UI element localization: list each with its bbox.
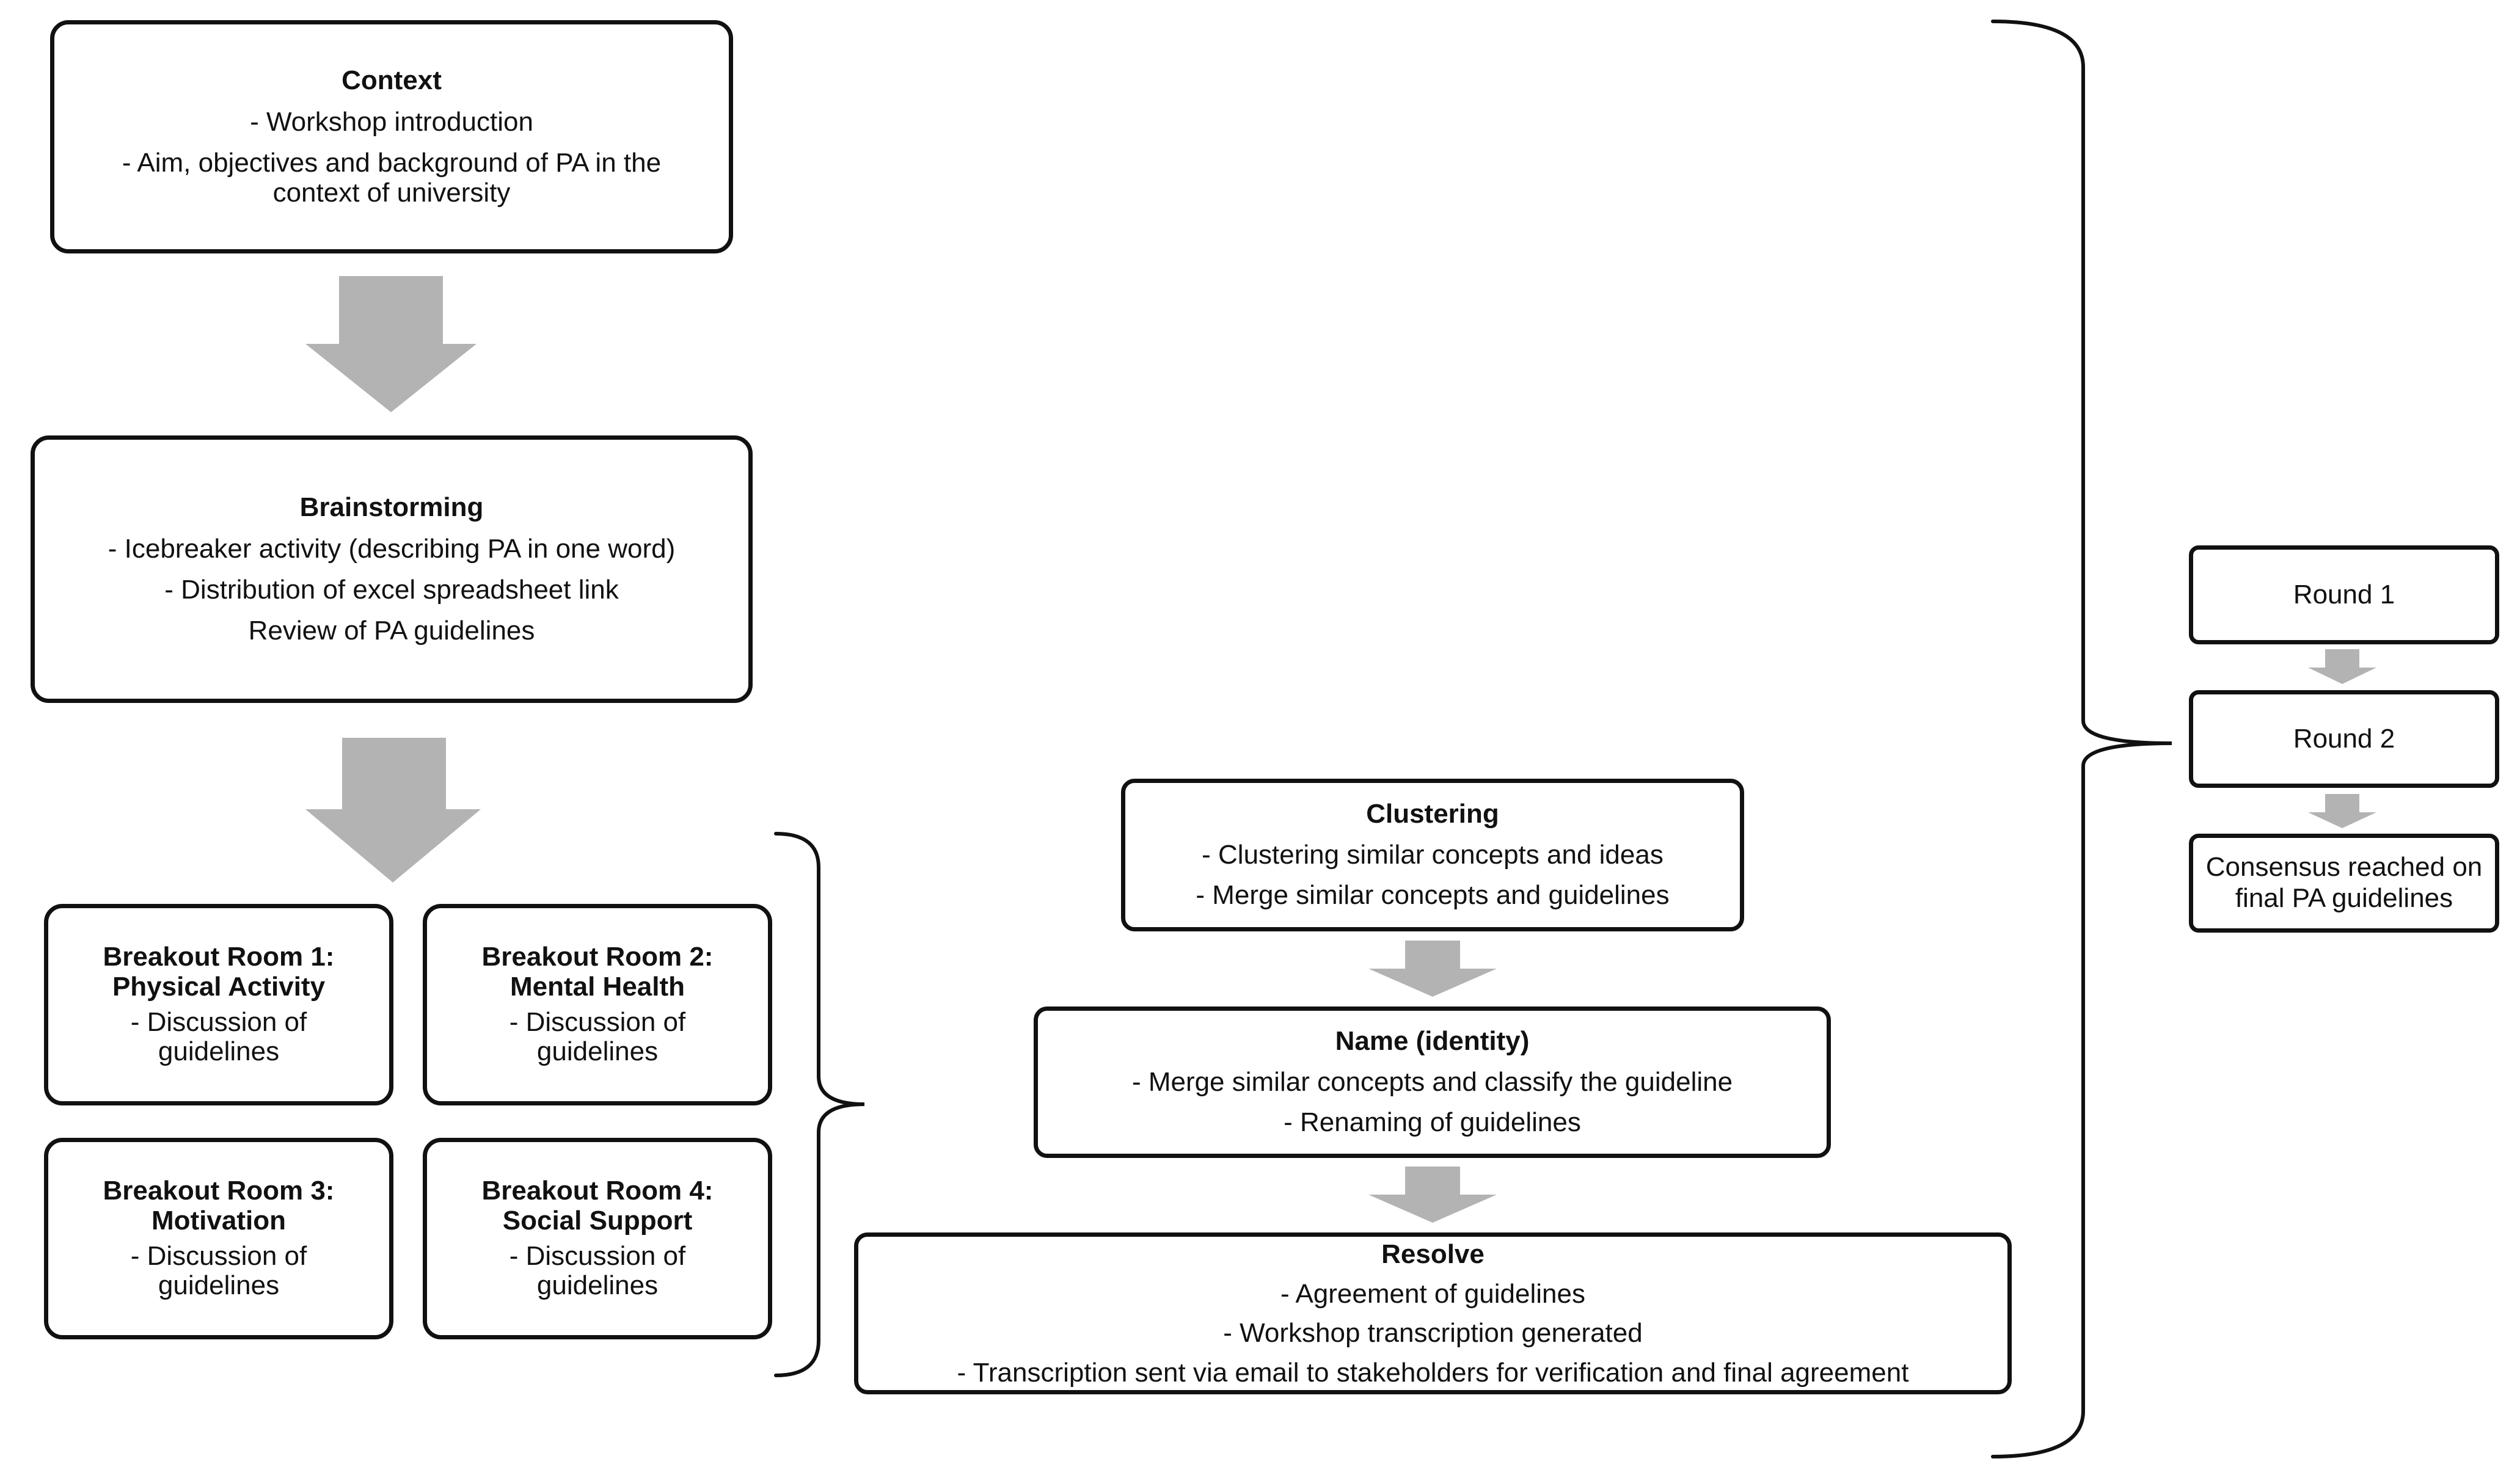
context-box: Context - Workshop introduction - Aim, o…	[50, 20, 733, 253]
breakout-room-3: Breakout Room 3: Motivation - Discussion…	[44, 1138, 393, 1339]
name-identity-title: Name (identity)	[1335, 1026, 1530, 1057]
breakout-room-text: - Discussion of guidelines	[130, 1241, 307, 1301]
brace-breakout-rooms	[774, 832, 865, 1377]
resolve-box: Resolve - Agreement of guidelines - Work…	[854, 1232, 2012, 1394]
name-identity-line: - Renaming of guidelines	[1284, 1107, 1581, 1138]
breakout-room-title: Breakout Room 2: Mental Health	[481, 942, 714, 1002]
breakout-room-2: Breakout Room 2: Mental Health - Discuss…	[423, 904, 772, 1105]
breakout-room-4: Breakout Room 4: Social Support - Discus…	[423, 1138, 772, 1339]
round-2-label: Round 2	[2293, 723, 2395, 754]
resolve-line: - Workshop transcription generated	[1223, 1318, 1643, 1349]
round-2-box: Round 2	[2189, 690, 2499, 788]
arrow-context-to-brainstorming	[305, 276, 477, 412]
context-line: - Aim, objectives and background of PA i…	[122, 148, 662, 208]
breakout-room-title: Breakout Room 4: Social Support	[481, 1176, 714, 1236]
breakout-room-1: Breakout Room 1: Physical Activity - Dis…	[44, 904, 393, 1105]
name-identity-box: Name (identity) - Merge similar concepts…	[1034, 1007, 1831, 1158]
arrow-brainstorming-to-rooms	[305, 738, 481, 883]
arrow-round1-to-round2	[2308, 649, 2376, 684]
breakout-room-title: Breakout Room 3: Motivation	[103, 1176, 335, 1236]
breakout-room-text: - Discussion of guidelines	[509, 1007, 686, 1067]
name-identity-line: - Merge similar concepts and classify th…	[1131, 1066, 1733, 1097]
clustering-line: - Merge similar concepts and guidelines	[1196, 880, 1670, 911]
consensus-box: Consensus reached on final PA guidelines	[2189, 834, 2499, 933]
clustering-line: - Clustering similar concepts and ideas	[1202, 839, 1664, 870]
brainstorming-line: - Icebreaker activity (describing PA in …	[108, 533, 676, 564]
breakout-room-text: - Discussion of guidelines	[130, 1007, 307, 1067]
round-1-label: Round 1	[2293, 579, 2395, 610]
context-line: - Workshop introduction	[250, 106, 533, 137]
clustering-title: Clustering	[1366, 799, 1499, 829]
consensus-label: Consensus reached on final PA guidelines	[2205, 852, 2483, 913]
breakout-room-title: Breakout Room 1: Physical Activity	[103, 942, 335, 1002]
resolve-line: - Agreement of guidelines	[1280, 1278, 1585, 1309]
clustering-box: Clustering - Clustering similar concepts…	[1121, 779, 1744, 931]
brace-overall	[1991, 20, 2172, 1458]
arrow-name-to-resolve	[1368, 1167, 1497, 1223]
brainstorming-line: - Distribution of excel spreadsheet link	[164, 575, 619, 605]
arrow-clustering-to-name	[1368, 941, 1497, 997]
brainstorming-line: Review of PA guidelines	[248, 616, 535, 646]
breakout-room-text: - Discussion of guidelines	[509, 1241, 686, 1301]
resolve-line: - Transcription sent via email to stakeh…	[957, 1357, 1909, 1388]
arrow-round2-to-consensus	[2308, 794, 2376, 828]
brainstorming-title: Brainstorming	[299, 492, 484, 523]
round-1-box: Round 1	[2189, 545, 2499, 644]
context-title: Context	[341, 65, 442, 96]
brainstorming-box: Brainstorming - Icebreaker activity (des…	[31, 435, 753, 703]
resolve-title: Resolve	[1381, 1239, 1485, 1269]
